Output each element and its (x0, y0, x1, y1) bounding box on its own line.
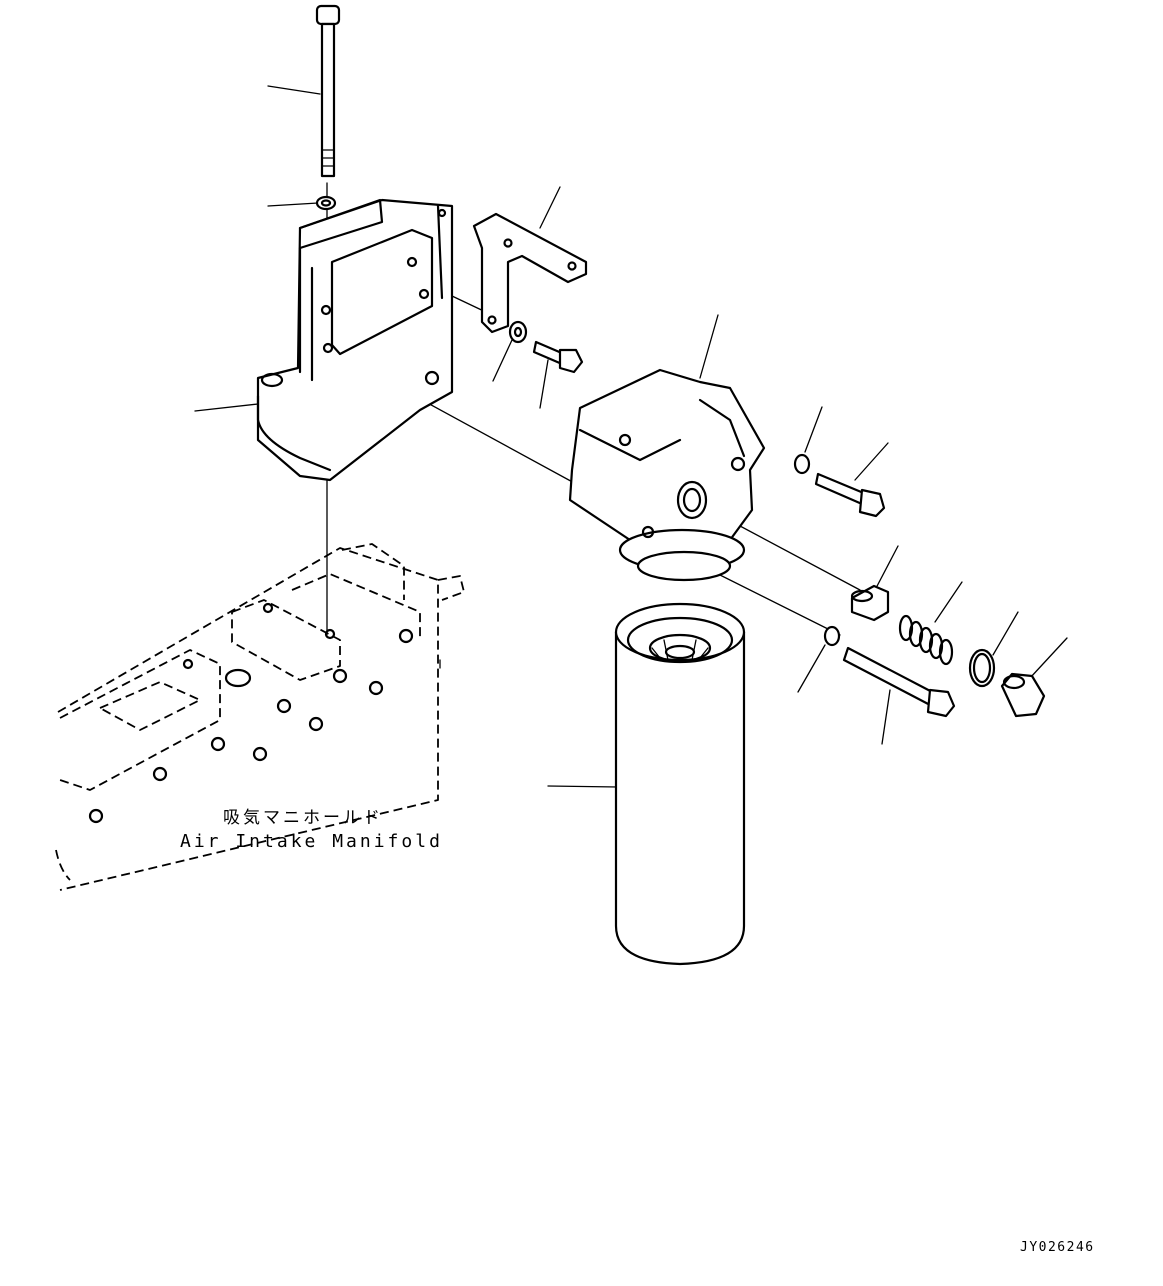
plug (1000, 672, 1046, 718)
spring (898, 614, 954, 666)
head-bolt-upper (793, 453, 886, 518)
small-bracket (472, 212, 588, 334)
filter-bracket (256, 198, 454, 482)
filter-cartridge (614, 602, 746, 966)
bracket-bolt (508, 320, 584, 374)
manifold-label-english: Air Intake Manifold (180, 831, 443, 852)
filter-head (568, 368, 766, 582)
drawing-number: JY026246 (1020, 1240, 1095, 1255)
manifold-label-japanese: 吸気マニホールド (223, 808, 383, 828)
valve (850, 584, 890, 622)
leader-lines (194, 85, 1068, 788)
long-bolt (315, 4, 341, 178)
o-ring (968, 648, 996, 688)
washer (315, 195, 337, 211)
air-intake-manifold (55, 543, 465, 891)
head-bolt-lower (823, 625, 956, 718)
